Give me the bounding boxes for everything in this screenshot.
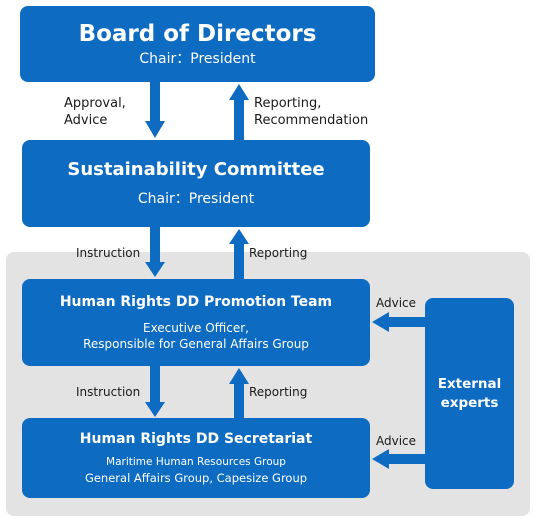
board-title: Board of Directors	[78, 20, 317, 47]
reporting-recommendation-label-line1: Reporting,	[254, 96, 322, 111]
advice-label-1: Advice	[376, 296, 417, 310]
instruction-label-2: Instruction	[76, 385, 141, 399]
promotion-team-title: Human Rights DD Promotion Team	[59, 294, 333, 310]
reporting-recommendation-arrow	[229, 84, 249, 140]
approval-label-line1: Approval,	[64, 96, 126, 111]
advice-arrow-1	[372, 312, 425, 332]
instruction-arrow-2	[145, 366, 165, 417]
secretariat-line2: General Affairs Group, Capesize Group	[84, 471, 308, 485]
secretariat-title: Human Rights DD Secretariat	[79, 431, 313, 447]
reporting-arrow-1	[229, 229, 249, 279]
instruction-arrow-1	[145, 227, 165, 277]
external-line1: External	[437, 375, 502, 392]
external-line2: experts	[440, 394, 499, 411]
reporting-label-1: Reporting	[249, 246, 308, 260]
advice-label-2: Advice	[376, 434, 417, 448]
external-experts-box: External experts	[425, 298, 514, 489]
sustainability-title: Sustainability Committee	[67, 159, 325, 180]
board-chair: Chair：President	[139, 50, 256, 67]
approval-label-line2: Advice	[64, 113, 108, 128]
reporting-arrow-2	[229, 368, 249, 418]
secretariat-box: Human Rights DD Secretariat Maritime Hum…	[22, 418, 370, 498]
reporting-label-2: Reporting	[249, 385, 308, 399]
advice-arrow-2	[372, 449, 425, 469]
approval-arrow	[145, 82, 165, 138]
promotion-team-box: Human Rights DD Promotion Team Executive…	[22, 279, 370, 366]
promotion-team-line2: Responsible for General Affairs Group	[83, 337, 309, 351]
instruction-label-1: Instruction	[76, 246, 141, 260]
promotion-team-line1: Executive Officer,	[142, 321, 249, 335]
reporting-recommendation-label-line2: Recommendation	[254, 113, 369, 128]
secretariat-line1: Maritime Human Resources Group	[106, 456, 286, 468]
board-of-directors-box: Board of Directors Chair：President	[20, 6, 375, 82]
sustainability-committee-box: Sustainability Committee Chair：President	[22, 140, 370, 227]
sustainability-chair: Chair：President	[137, 191, 255, 207]
